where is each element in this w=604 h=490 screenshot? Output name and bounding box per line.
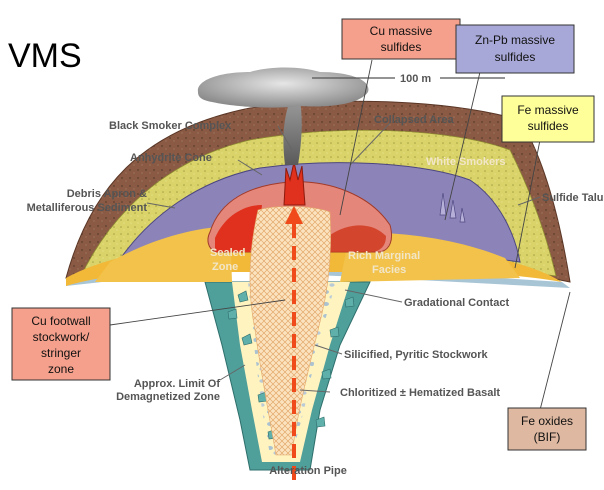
smoke-cloud <box>197 67 369 108</box>
label-collapsed-area: Collapsed Area <box>374 114 455 126</box>
label-alteration-pipe: Alteration Pipe <box>269 465 347 477</box>
label-debris-apron-2: Metalliferous Sediment <box>27 202 148 214</box>
label-demagnetized-2: Demagnetized Zone <box>116 391 220 403</box>
label-demagnetized-1: Approx. Limit Of <box>134 378 221 390</box>
label-marginal-facies-1: Rich Marginal <box>348 250 420 262</box>
callout-fe-massive-line1: Fe massive <box>517 103 579 117</box>
callout-fe-oxides-line2: (BIF) <box>534 430 561 444</box>
label-sealed-zone-1: Sealed <box>210 247 245 259</box>
callout-cu-massive-line1: Cu massive <box>370 24 433 38</box>
callout-connectors <box>109 59 571 411</box>
cu-red-right <box>330 225 386 252</box>
label-sealed-zone-2: Zone <box>212 261 238 273</box>
callout-fe-massive: Fe massive sulfides <box>501 95 595 143</box>
label-gradational-contact: Gradational Contact <box>404 297 509 309</box>
callout-cu-footwall-line4: zone <box>48 362 74 376</box>
callout-fe-oxides-line1: Fe oxides <box>521 414 573 428</box>
label-silicified: Silicified, Pyritic Stockwork <box>344 349 489 361</box>
callout-cu-footwall-line3: stringer <box>41 346 81 360</box>
smoke-plume <box>283 100 302 165</box>
ore-fluid-arrowhead <box>285 206 303 224</box>
black-smoker-chimney <box>283 161 306 206</box>
callout-znpb-massive-line1: Zn-Pb massive <box>475 33 555 47</box>
callout-znpb-massive-line2: sulfides <box>495 50 536 64</box>
callout-fe-massive-line2: sulfides <box>528 119 569 133</box>
stockwork-core <box>249 206 331 456</box>
label-black-smoker: Black Smoker Complex <box>109 120 232 132</box>
callout-cu-massive: Cu massive sulfides <box>341 18 461 60</box>
leader-lines <box>146 122 541 393</box>
label-anhydrite-cone: Anhydrite Cone <box>130 152 212 164</box>
callout-znpb-massive: Zn-Pb massive sulfides <box>455 24 575 74</box>
label-debris-apron-1: Debris Apron & <box>67 188 147 200</box>
callout-fe-oxides: Fe oxides (BIF) <box>507 407 587 451</box>
white-smoker-chimneys <box>439 192 466 223</box>
scale-label: 100 m <box>400 73 431 85</box>
diagram-title: VMS <box>8 37 82 75</box>
breccia-fragments <box>227 290 355 440</box>
sealed-zone-left <box>95 226 232 282</box>
label-white-smokers: White Smokers <box>426 156 505 168</box>
cu-red-core <box>215 205 262 252</box>
label-marginal-facies-2: Facies <box>372 264 406 276</box>
callout-cu-footwall-line2: stockwork/ <box>33 330 90 344</box>
callout-cu-footwall-line1: Cu footwall <box>31 314 90 328</box>
label-sulfide-talus: Sulfide Talus <box>542 192 604 204</box>
callout-cu-massive-line2: sulfides <box>381 40 422 54</box>
callout-cu-footwall: Cu footwall stockwork/ stringer zone <box>11 307 111 381</box>
label-chloritized: Chloritized ± Hematized Basalt <box>340 387 500 399</box>
